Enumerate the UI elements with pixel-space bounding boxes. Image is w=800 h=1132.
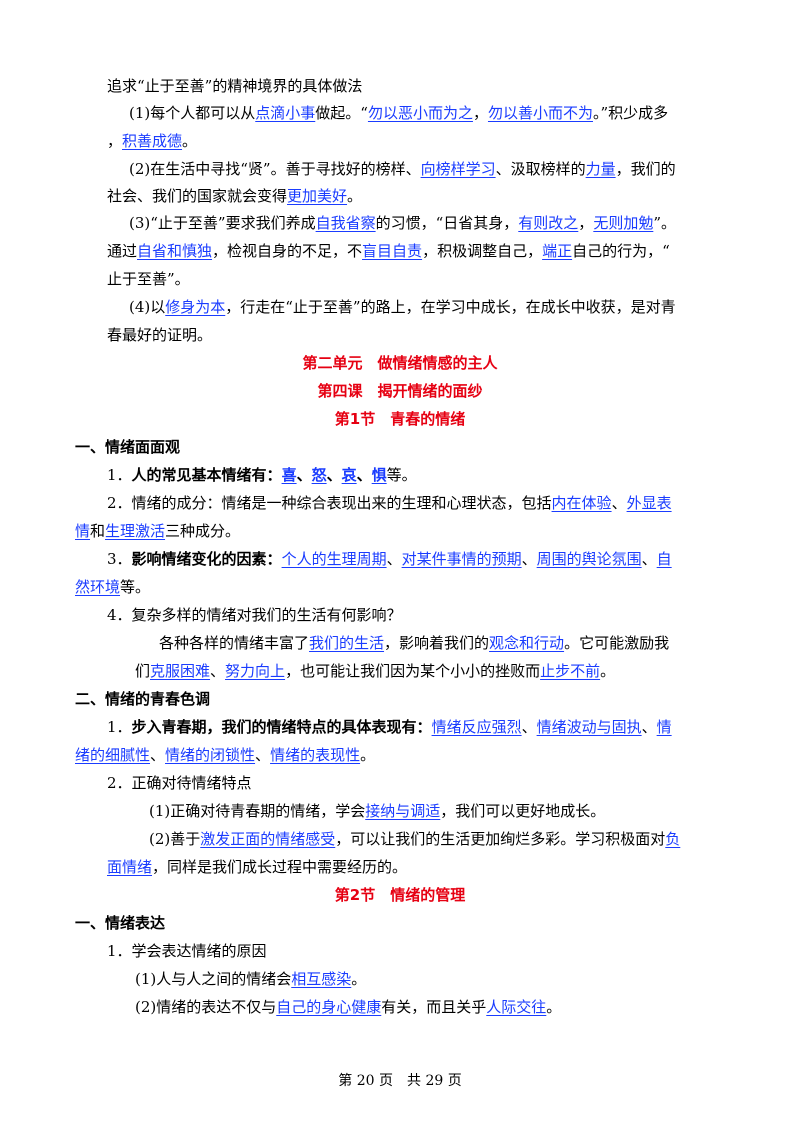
keyword: 惧 [371, 466, 387, 484]
part2-q1-line2: 绪的细腻性、情绪的闭锁性、情绪的表现性。 [75, 746, 376, 764]
part2-q2: 2．正确对待情绪特点 [107, 774, 252, 792]
keyword: 内在体验 [551, 494, 612, 512]
part1-q2-line1: 2．情绪的成分：情绪是一种综合表现出来的生理和心理状态，包括内在体验、外显表 [107, 494, 672, 512]
keyword: 负 [665, 830, 681, 848]
section-title-2: 第2节 情绪的管理 [334, 886, 466, 904]
part3-q1b: (2)情绪的表达不仅与自己的身心健康有关，而且关乎人际交往。 [135, 998, 562, 1016]
intro-p1-line2: ，积善成德。 [107, 132, 198, 150]
keyword: 绪的细腻性 [75, 746, 151, 764]
intro-p2-line1: (2)在生活中寻找“贤”。善于寻找好的榜样、向榜样学习、汲取榜样的力量，我们的 [129, 160, 676, 178]
keyword: 人际交往 [486, 998, 547, 1016]
keyword: 观念和行动 [489, 634, 565, 652]
keyword: 情绪的表现性 [270, 746, 361, 764]
lesson-title: 第四课 揭开情绪的面纱 [317, 382, 483, 400]
keyword: 我们的生活 [309, 634, 385, 652]
part1-q2-line2: 情和生理激活三种成分。 [75, 522, 241, 540]
keyword: 点滴小事 [255, 104, 316, 122]
keyword: 自己的身心健康 [276, 998, 382, 1016]
keyword: 怒 [311, 466, 327, 484]
part2-q2b-line1: (2)善于激发正面的情绪感受，可以让我们的生活更加绚烂多彩。学习积极面对负 [149, 830, 681, 848]
intro-p3-line1: (3)“止于至善”要求我们养成自我省察的习惯，“日省其身，有则改之，无则加勉”。 [129, 214, 676, 232]
keyword: 周围的舆论氛围 [536, 550, 642, 568]
section-title-1: 第1节 青春的情绪 [334, 410, 466, 428]
keyword: 个人的生理周期 [281, 550, 387, 568]
keyword: 情绪波动与固执 [536, 718, 642, 736]
keyword: 努力向上 [225, 662, 286, 680]
keyword: 情绪的闭锁性 [165, 746, 256, 764]
keyword: 修身为本 [165, 298, 226, 316]
keyword: 外显表 [626, 494, 672, 512]
keyword: 自省和慎独 [137, 242, 213, 260]
keyword: 情绪反应强烈 [431, 718, 522, 736]
unit-title: 第二单元 做情绪情感的主人 [302, 354, 498, 372]
intro-p3-line2: 通过自省和慎独，检视自身的不足，不盲目自责，积极调整自己，端正自己的行为，“ [107, 242, 670, 260]
part2-heading: 二、情绪的青春色调 [75, 690, 211, 708]
part1-heading: 一、情绪面面观 [75, 438, 181, 456]
part3-heading: 一、情绪表达 [75, 914, 166, 932]
keyword: 盲目自责 [362, 242, 423, 260]
keyword: 勿以恶小而为之 [367, 104, 473, 122]
keyword: 自 [656, 550, 672, 568]
keyword: 喜 [281, 466, 297, 484]
keyword: 激发正面的情绪感受 [200, 830, 336, 848]
keyword: 勿以善小而不为 [487, 104, 593, 122]
keyword: 有则改之 [518, 214, 579, 232]
intro-p4-line1: (4)以修身为本，行走在“止于至善”的路上，在学习中成长，在成长中收获，是对青 [129, 298, 676, 316]
intro-p2-line2: 社会、我们的国家就会变得更加美好。 [107, 187, 363, 205]
keyword: 对某件事情的预期 [401, 550, 522, 568]
keyword: 情 [75, 522, 91, 540]
intro-p4-line2: 春最好的证明。 [107, 326, 213, 344]
part2-q2a: (1)正确对待青春期的情绪，学会接纳与调适，我们可以更好地成长。 [149, 802, 606, 820]
intro-p3-line3: 止于至善”。 [107, 270, 190, 288]
keyword: 力量 [585, 160, 616, 178]
keyword: 面情绪 [107, 858, 153, 876]
part3-q1: 1．学会表达情绪的原因 [107, 942, 267, 960]
keyword: 哀 [341, 466, 357, 484]
keyword: 然环境 [75, 578, 121, 596]
part1-q4: 4．复杂多样的情绪对我们的生活有何影响？ [107, 606, 402, 624]
keyword: 自我省察 [315, 214, 376, 232]
part3-q1a: (1)人与人之间的情绪会相互感染。 [135, 970, 367, 988]
part1-q3-line1: 3．影响情绪变化的因素：个人的生理周期、对某件事情的预期、周围的舆论氛围、自 [107, 550, 672, 568]
keyword: 情 [656, 718, 672, 736]
intro-p1-line1: (1)每个人都可以从点滴小事做起。“勿以恶小而为之，勿以善小而不为。”积少成多 [129, 104, 669, 122]
keyword: 克服困难 [150, 662, 211, 680]
intro-heading: 追求“止于至善”的精神境界的具体做法 [107, 77, 363, 95]
part2-q2b-line2: 面情绪，同样是我们成长过程中需要经历的。 [107, 858, 408, 876]
keyword: 接纳与调适 [365, 802, 441, 820]
keyword: 无则加勉 [593, 214, 654, 232]
keyword: 向榜样学习 [420, 160, 496, 178]
page-number: 第 20 页 共 29 页 [338, 1073, 462, 1089]
part1-q4a-line2: 们克服困难、努力向上，也可能让我们因为某个小小的挫败而止步不前。 [135, 662, 616, 680]
part2-q1-line1: 1．步入青春期，我们的情绪特点的具体表现有：情绪反应强烈、情绪波动与固执、情 [107, 718, 672, 736]
keyword: 端正 [542, 242, 573, 260]
keyword: 相互感染 [291, 970, 352, 988]
keyword: 止步不前 [540, 662, 601, 680]
part1-q3-line2: 然环境等。 [75, 578, 151, 596]
part1-q1: 1．人的常见基本情绪有：喜、怒、哀、惧等。 [107, 466, 417, 484]
keyword: 积善成德 [122, 132, 183, 150]
part1-q4a-line1: 各种各样的情绪丰富了我们的生活，影响着我们的观念和行动。它可能激励我 [159, 634, 670, 652]
keyword: 生理激活 [105, 522, 166, 540]
keyword: 更加美好 [287, 187, 348, 205]
